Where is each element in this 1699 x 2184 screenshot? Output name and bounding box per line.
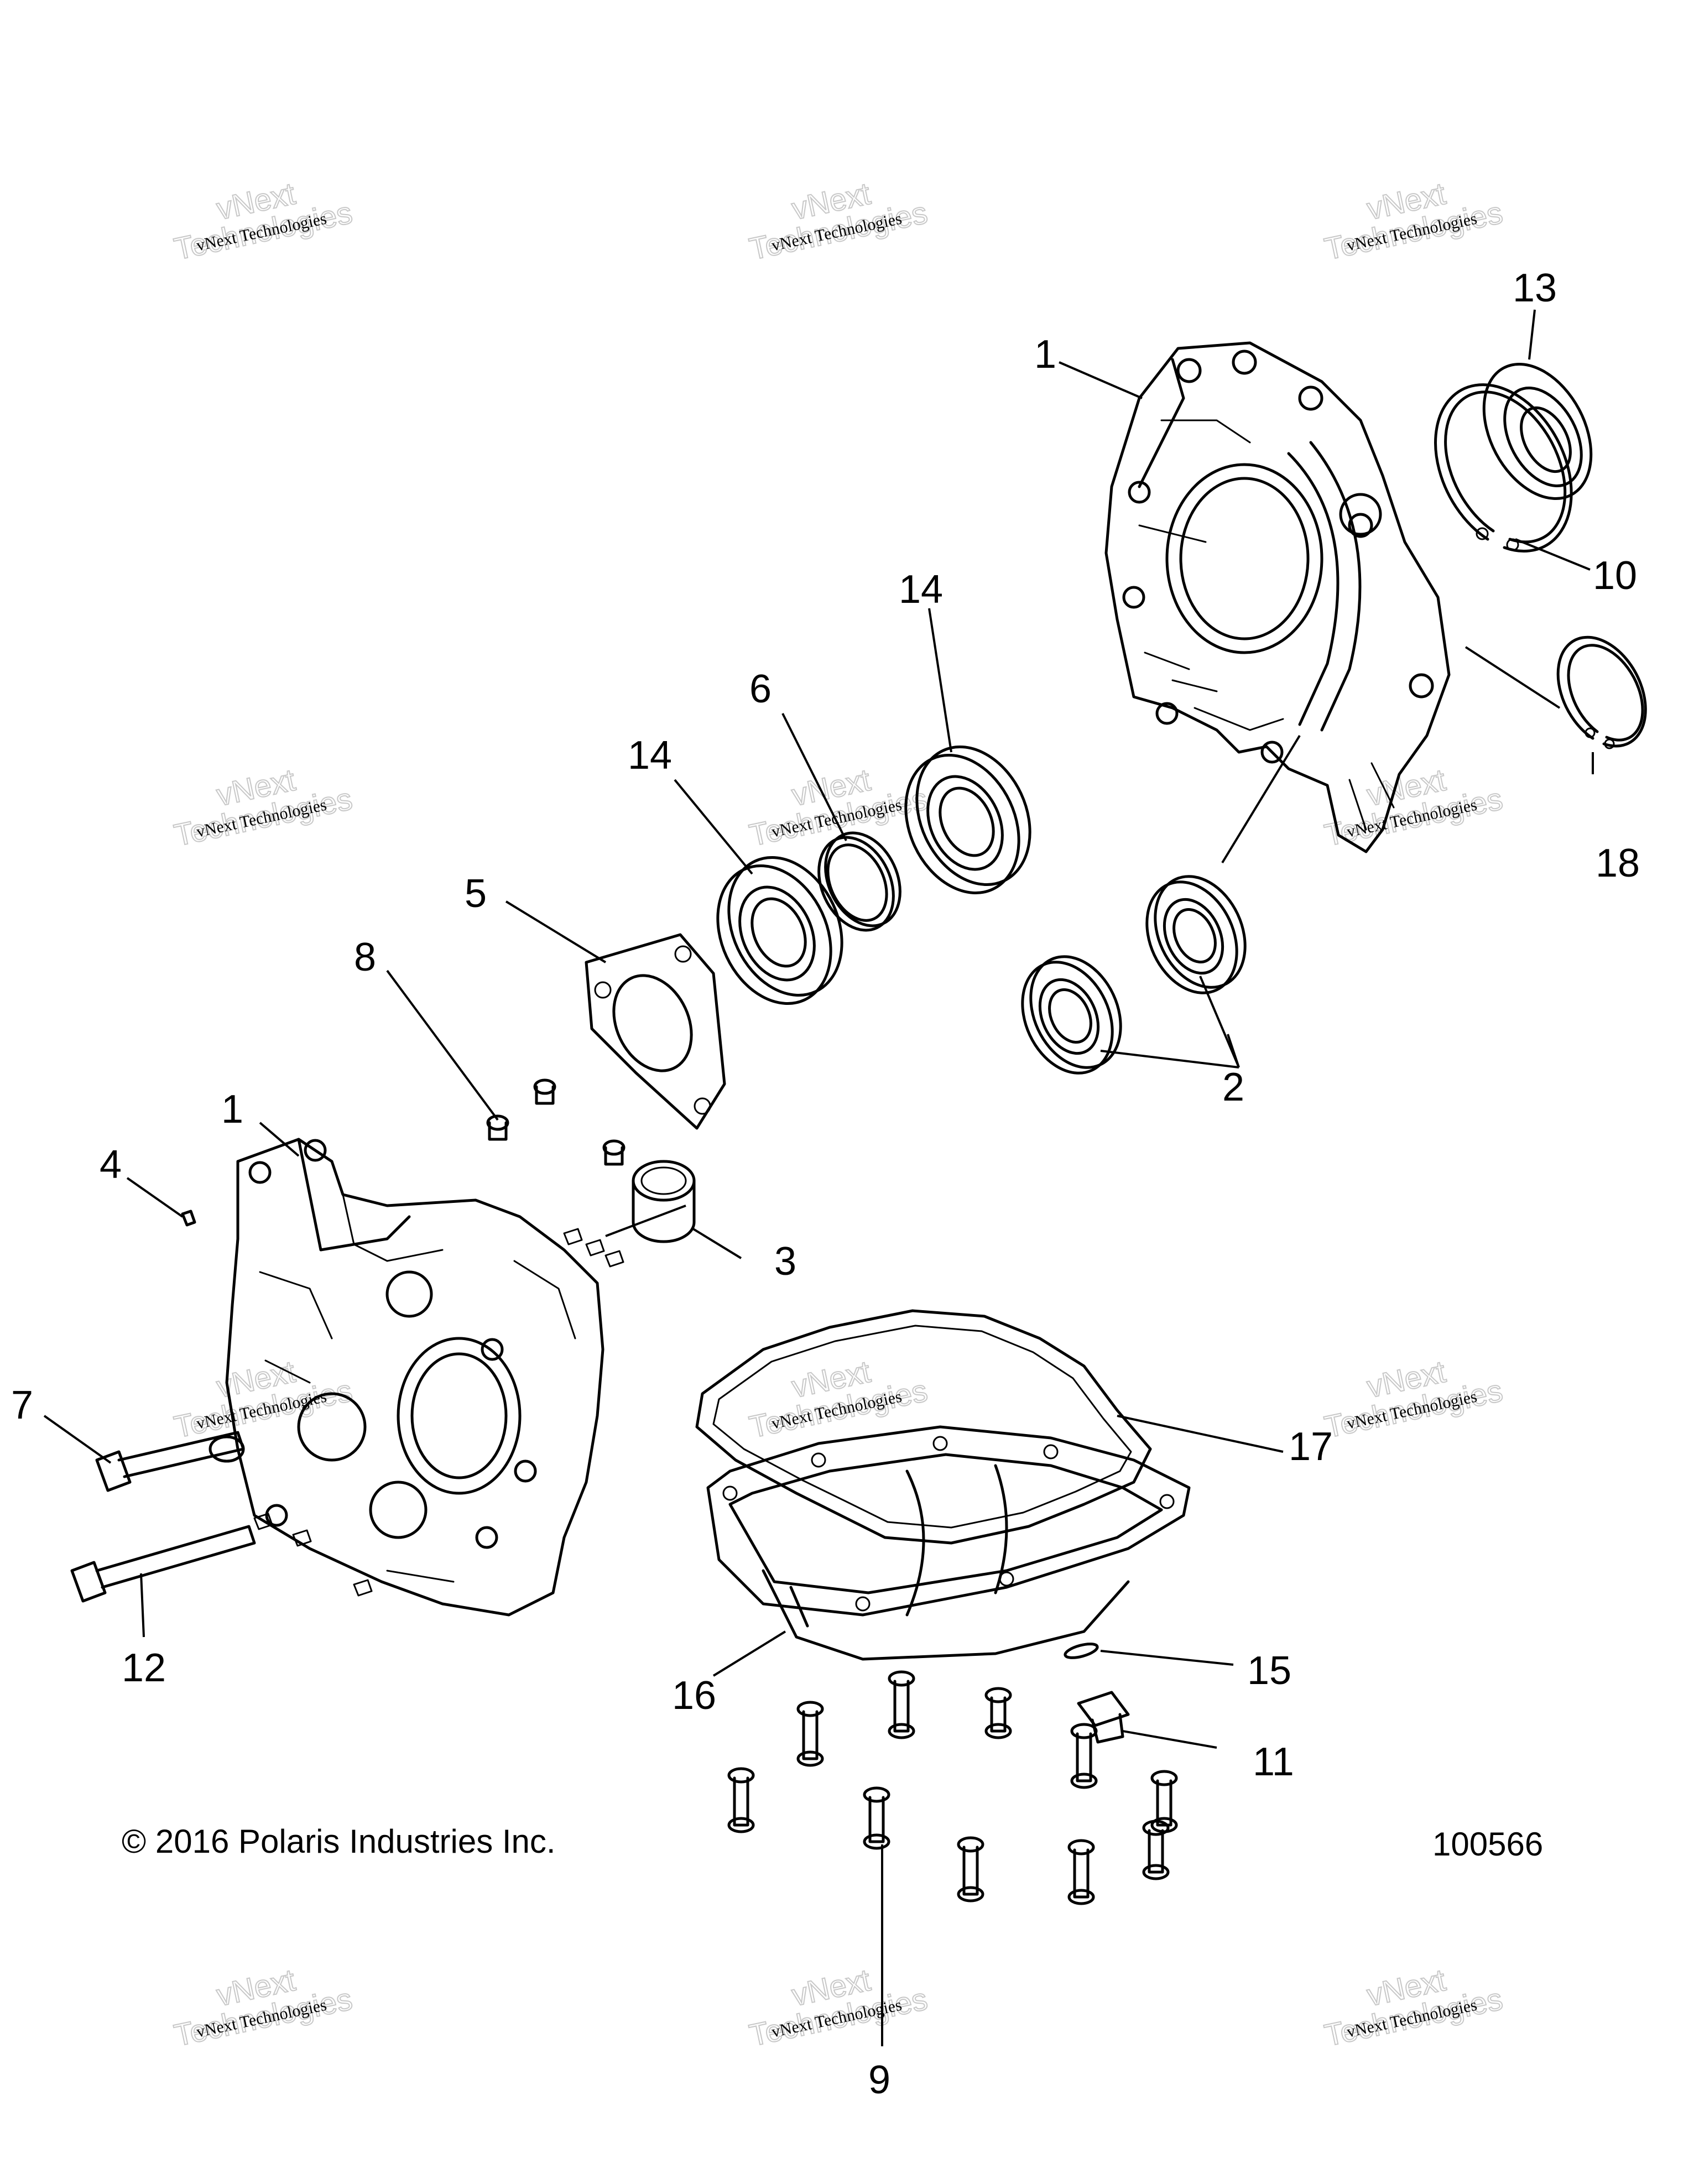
callout-15: 15 [1247,1649,1291,1693]
figure-number: 100566 [1432,1826,1543,1863]
callout-17: 17 [1289,1425,1333,1469]
callout-9: 9 [868,2058,890,2102]
callout-12: 12 [122,1646,166,1690]
callout-4: 4 [100,1143,122,1187]
bushing-3 [632,1160,696,1243]
screw-8a [486,1114,509,1141]
pan-bolt [1070,1723,1098,1789]
watermark: Technologies vNext vNext Technologies [170,762,356,853]
callout-1-upper: 1 [1034,332,1056,377]
bearing-2-upper [1145,875,1247,994]
pan-bolt [984,1687,1012,1739]
pan-bolt [888,1670,915,1739]
dowel-pins-lower [253,1513,373,1597]
oil-seal [1482,362,1593,501]
bushing-6 [817,831,901,932]
callout-2: 2 [1222,1065,1244,1109]
callout-3: 3 [774,1239,796,1284]
watermark: Technologies vNext vNext Technologies [1321,1962,1506,2053]
pan-bolt [1067,1839,1095,1905]
oil-pan-gasket [695,1309,1152,1545]
bearing-2-lower [1021,955,1122,1075]
bearing-upper-14 [904,746,1031,894]
crankcase-left-half [209,1138,604,1617]
pan-bolt [1142,1820,1170,1880]
screw-upper [602,1139,626,1166]
watermark: Technologies vNext vNext Technologies [746,1962,931,2053]
callouts: 1 13 10 18 14 6 14 5 8 2 1 4 3 7 12 17 1… [11,266,1640,2102]
callout-14-upper: 14 [899,567,943,612]
leader-lines [43,309,1594,2046]
snap-ring-small [1556,635,1647,749]
crankcase-right-half [1104,341,1451,853]
bearing-lower-14 [716,856,843,1005]
callout-1-lower: 1 [221,1087,243,1132]
watermark: Technologies vNext vNext Technologies [746,762,931,853]
watermark: Technologies vNext vNext Technologies [1321,1353,1506,1445]
pan-bolt [796,1701,824,1767]
bolt-7 [95,1431,245,1492]
pan-bolts-9 [727,1670,1178,1905]
watermark: Technologies vNext vNext Technologies [170,1962,356,2053]
copyright-notice: © 2016 Polaris Industries Inc. [122,1823,556,1860]
callout-16: 16 [672,1674,716,1718]
watermark: Technologies vNext vNext Technologies [746,175,931,267]
callout-18: 18 [1596,841,1640,885]
oil-pan [706,1425,1191,1661]
pan-bolt [957,1836,984,1902]
pan-bolt [863,1786,890,1850]
callout-5: 5 [465,872,487,916]
watermark: Technologies vNext vNext Technologies [746,1353,931,1445]
callout-13: 13 [1513,266,1557,310]
pan-bolt [727,1767,755,1833]
snap-ring-large [1434,383,1573,552]
callout-10: 10 [1593,554,1637,598]
callout-7: 7 [11,1383,33,1427]
drain-plug-11 [1077,1691,1130,1744]
callout-14-lower: 14 [628,733,672,778]
callout-8: 8 [354,935,376,979]
dowel-pins-3 [563,1228,624,1268]
o-ring-15 [1064,1643,1099,1659]
gasket-plate [585,933,726,1130]
callout-11: 11 [1253,1740,1294,1784]
watermark: Technologies vNext vNext Technologies [170,175,356,267]
watermarks: Technologies vNext vNext Technologies Te… [170,175,1506,2053]
dowel-pin-4 [181,1210,196,1227]
bolt-12 [70,1525,256,1603]
callout-6: 6 [749,667,772,711]
watermark: Technologies vNext vNext Technologies [1321,175,1506,267]
screw-8b [533,1078,556,1105]
